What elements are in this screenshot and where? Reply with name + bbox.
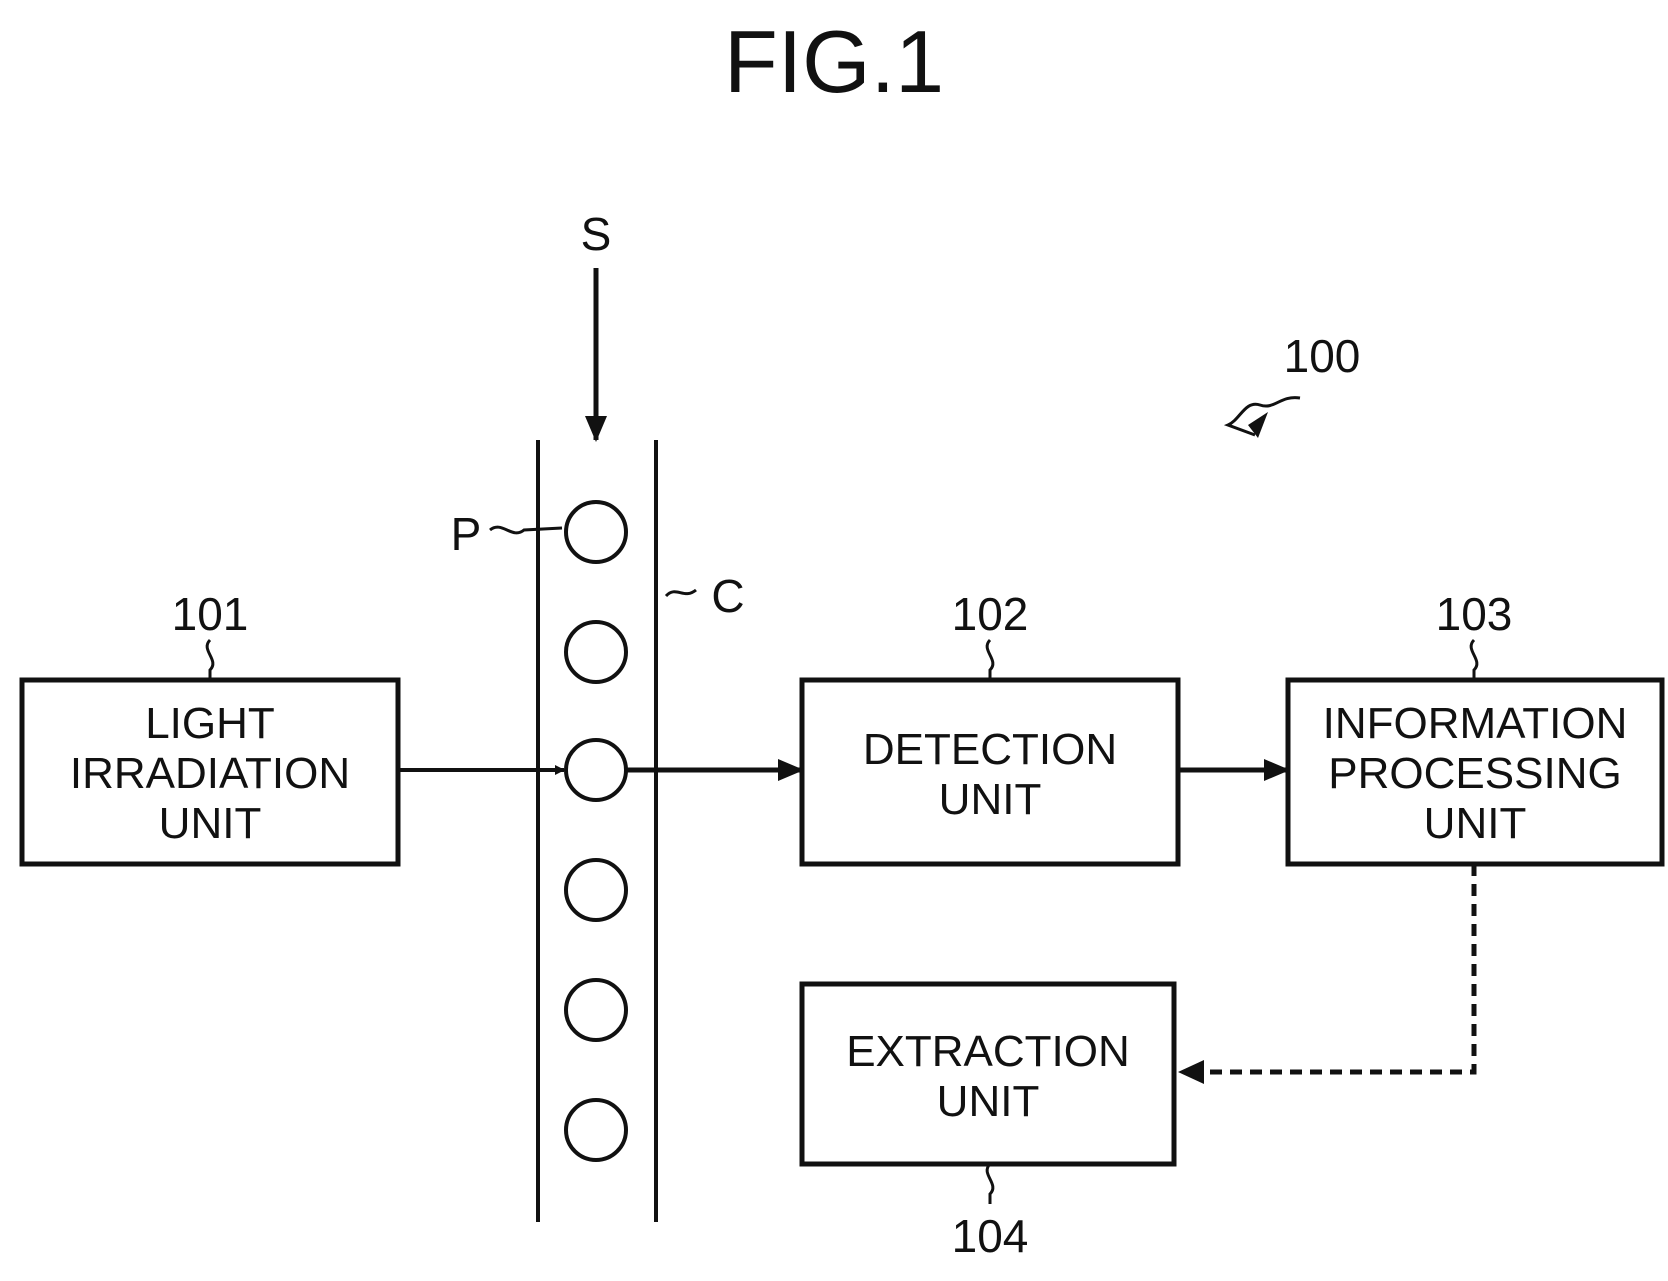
sample-label: S bbox=[581, 208, 612, 260]
detection-ref: 102 bbox=[952, 588, 1029, 640]
particle-leader bbox=[490, 527, 562, 533]
information-processing-label-line2: PROCESSING bbox=[1328, 749, 1621, 798]
information-processing-label-line3: UNIT bbox=[1424, 799, 1527, 848]
detection-label-line1: DETECTION bbox=[863, 725, 1117, 774]
figure-title: FIG.1 bbox=[724, 12, 944, 111]
particle bbox=[566, 860, 626, 920]
light-irradiation-label-line3: UNIT bbox=[159, 799, 262, 848]
channel-label: C bbox=[711, 570, 744, 622]
information-processing-leader bbox=[1471, 640, 1477, 680]
information-processing-label-line1: INFORMATION bbox=[1323, 699, 1628, 748]
channel-leader bbox=[666, 590, 696, 596]
light-irradiation-label-line2: IRRADIATION bbox=[70, 749, 350, 798]
extraction-label-line1: EXTRACTION bbox=[846, 1027, 1130, 1076]
system-ref-label: 100 bbox=[1284, 330, 1361, 382]
light-irradiation-leader bbox=[207, 640, 213, 680]
extraction-ref: 104 bbox=[952, 1210, 1029, 1262]
particle-label: P bbox=[451, 508, 482, 560]
extraction-arrowhead bbox=[1178, 1060, 1204, 1084]
particle bbox=[566, 622, 626, 682]
particle bbox=[566, 1100, 626, 1160]
light-irradiation-ref: 101 bbox=[172, 588, 249, 640]
detection-leader bbox=[987, 640, 993, 680]
particle bbox=[566, 740, 626, 800]
detection-label-line2: UNIT bbox=[939, 775, 1042, 824]
information-processing-ref: 103 bbox=[1436, 588, 1513, 640]
particle bbox=[566, 980, 626, 1040]
light-irradiation-label-line1: LIGHT bbox=[145, 699, 275, 748]
particle bbox=[566, 502, 626, 562]
extraction-leader bbox=[987, 1164, 993, 1204]
extraction-label-line2: UNIT bbox=[937, 1077, 1040, 1126]
processing-to-extraction-dashed-line bbox=[1182, 864, 1474, 1072]
